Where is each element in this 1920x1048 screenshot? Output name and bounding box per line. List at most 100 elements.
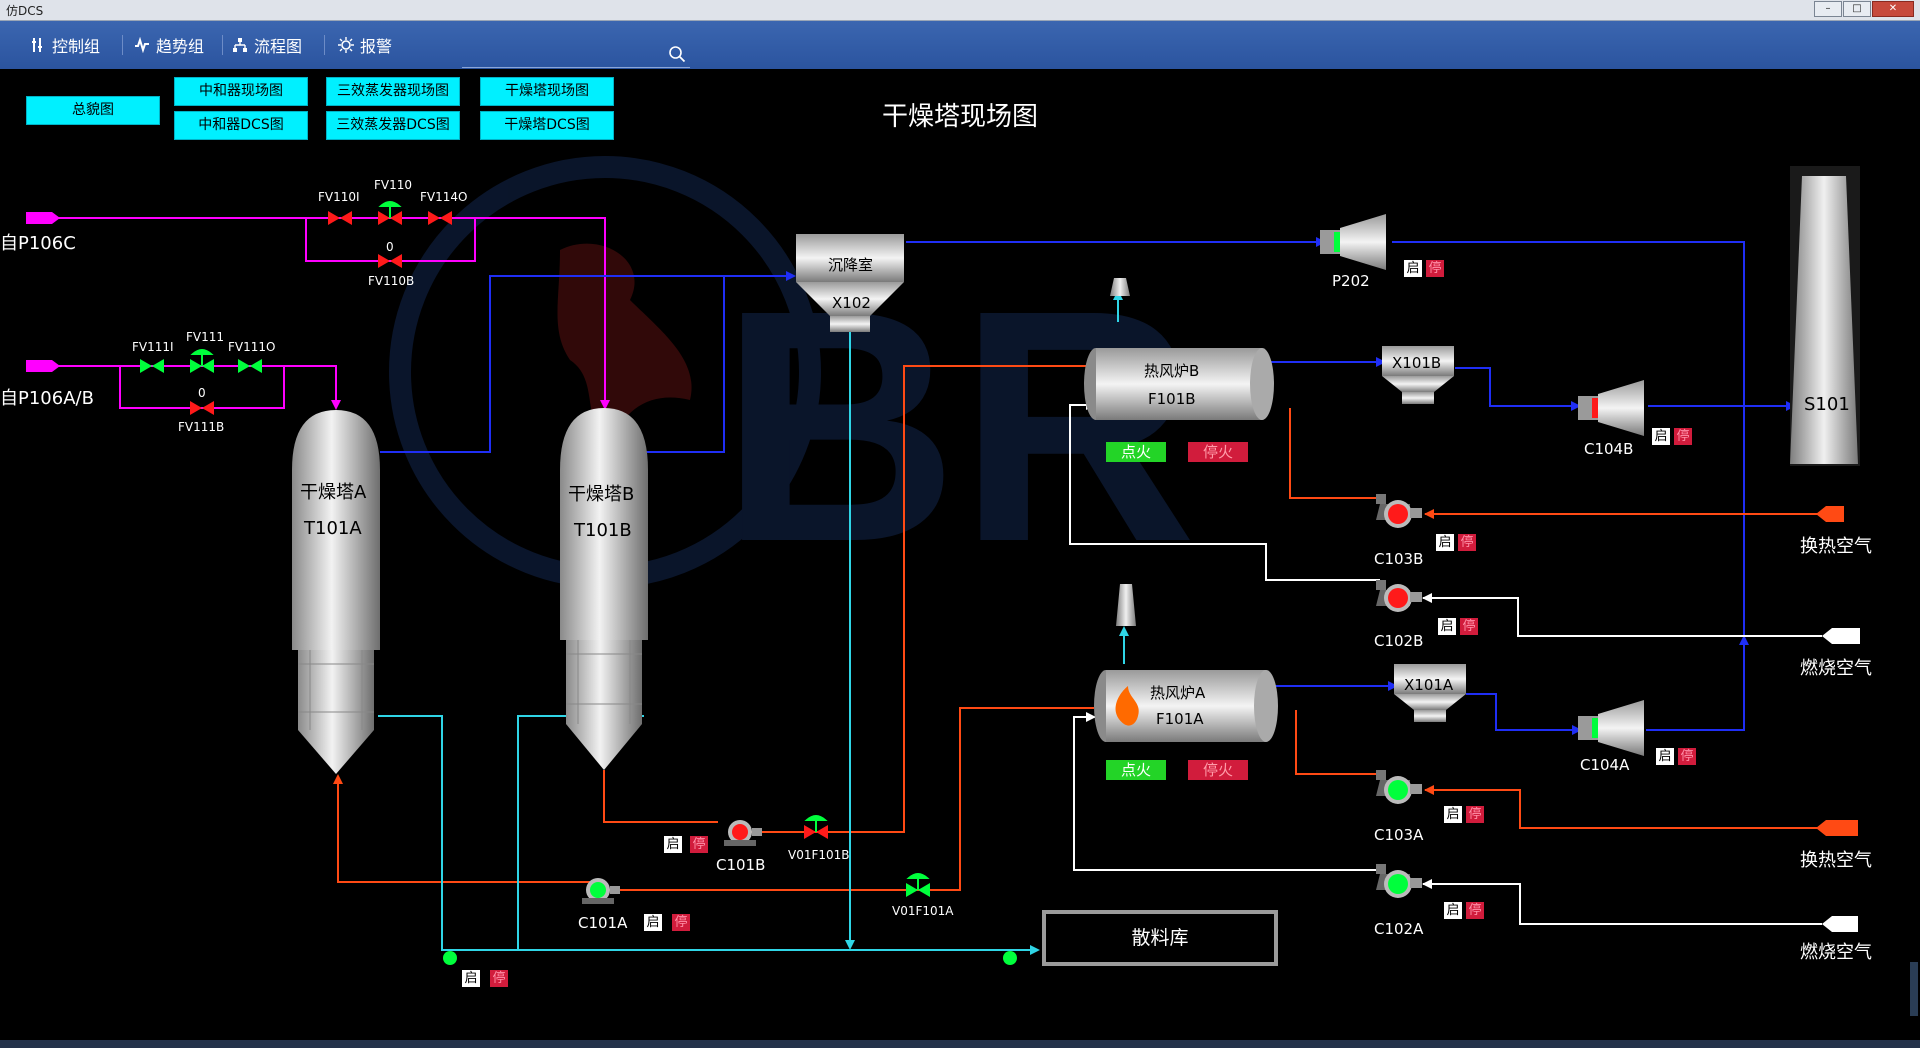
pump-c103b-label: C103B xyxy=(1374,550,1424,568)
menu-label: 报警 xyxy=(360,37,393,56)
valve-fv114o[interactable] xyxy=(428,211,452,225)
maximize-button[interactable]: □ xyxy=(1843,1,1871,17)
scroll-handle[interactable] xyxy=(1910,962,1918,1016)
nav-evaporator-dcs-button[interactable]: 三效蒸发器DCS图 xyxy=(326,111,460,140)
p202-start-button[interactable]: 启 xyxy=(1404,260,1422,277)
settler-name: 沉降室 xyxy=(828,256,874,274)
nav-neutralizer-field-button[interactable]: 中和器现场图 xyxy=(174,77,308,106)
menu-alarm[interactable]: 报警 xyxy=(338,33,392,57)
valve-fv110[interactable] xyxy=(378,201,402,225)
flowchart-icon xyxy=(233,38,247,52)
c102a-stop-button[interactable]: 停 xyxy=(1466,902,1484,919)
nav-overview-button[interactable]: 总貌图 xyxy=(26,96,160,125)
pump-c101b[interactable] xyxy=(724,820,762,846)
c104a-stop-button[interactable]: 停 xyxy=(1678,748,1696,765)
source-label-p106ab: 自P106A/B xyxy=(0,388,94,409)
stack-s101[interactable] xyxy=(1790,176,1858,464)
c101a-stop-button[interactable]: 停 xyxy=(672,914,690,931)
valve-label-fv110: FV110 xyxy=(374,178,413,192)
menu-label: 控制组 xyxy=(52,37,101,56)
pump-c103b[interactable] xyxy=(1376,494,1422,528)
fan-c104b[interactable] xyxy=(1578,380,1644,436)
fan-c104a[interactable] xyxy=(1578,700,1644,756)
window-controls: – □ ✕ xyxy=(1814,1,1914,17)
furnace-a-tag: F101A xyxy=(1156,710,1204,728)
nav-dryer-dcs-button[interactable]: 干燥塔DCS图 xyxy=(480,111,614,140)
hot-air-furnace-a[interactable] xyxy=(1094,584,1278,742)
valve-label-fv111i: FV111I xyxy=(132,340,174,354)
furnace-b-extinguish-button[interactable]: 停火 xyxy=(1188,442,1248,462)
c102b-start-button[interactable]: 启 xyxy=(1438,618,1456,635)
search-input[interactable] xyxy=(462,43,666,67)
alarm-icon xyxy=(338,37,354,53)
valve-fv111[interactable] xyxy=(190,349,214,373)
c101a-start-button[interactable]: 启 xyxy=(644,914,662,931)
pump-c102b[interactable] xyxy=(1376,580,1422,612)
valve-fv110i[interactable] xyxy=(328,211,352,225)
menu-flowchart[interactable]: 流程图 xyxy=(232,33,302,57)
valve-label-fv111: FV111 xyxy=(186,330,225,344)
p202-stop-button[interactable]: 停 xyxy=(1426,260,1444,277)
c103b-stop-button[interactable]: 停 xyxy=(1458,534,1476,551)
nav-evaporator-field-button[interactable]: 三效蒸发器现场图 xyxy=(326,77,460,106)
minimize-button[interactable]: – xyxy=(1814,1,1842,17)
separator-x101b[interactable] xyxy=(1382,346,1454,404)
pump-c101a[interactable] xyxy=(582,878,620,904)
fan-p202[interactable] xyxy=(1320,214,1386,270)
valve-fv111i[interactable] xyxy=(140,359,164,373)
furnace-a-ignite-button[interactable]: 点火 xyxy=(1106,760,1166,780)
c103a-stop-button[interactable]: 停 xyxy=(1466,806,1484,823)
fan-c104b-label: C104B xyxy=(1584,440,1634,458)
nav-neutralizer-dcs-button[interactable]: 中和器DCS图 xyxy=(174,111,308,140)
furnace-a-extinguish-button[interactable]: 停火 xyxy=(1188,760,1248,780)
c103a-start-button[interactable]: 启 xyxy=(1444,806,1462,823)
valve-v01f101a[interactable] xyxy=(906,873,930,897)
c104a-start-button[interactable]: 启 xyxy=(1656,748,1674,765)
valve-fv111b[interactable] xyxy=(190,401,214,415)
c104b-stop-button[interactable]: 停 xyxy=(1674,428,1692,445)
pump-c102a[interactable] xyxy=(1376,864,1422,898)
settling-chamber-x102[interactable] xyxy=(796,234,904,332)
window-titlebar: 仿DCS – □ ✕ xyxy=(0,0,1920,21)
furnace-b-tag: F101B xyxy=(1148,390,1196,408)
tower-a-tag: T101A xyxy=(304,518,362,539)
valve-fv111o[interactable] xyxy=(238,359,262,373)
blue-pipes xyxy=(380,241,1790,731)
c104b-start-button[interactable]: 启 xyxy=(1652,428,1670,445)
pump-c103a-label: C103A xyxy=(1374,826,1424,844)
valve-label-fv110i: FV110I xyxy=(318,190,360,204)
menu-control-group[interactable]: 控制组 xyxy=(30,33,100,57)
hot-air-furnace-b[interactable] xyxy=(1084,278,1274,420)
furnace-b-ignite-button[interactable]: 点火 xyxy=(1106,442,1166,462)
dryer-tower-b[interactable] xyxy=(560,408,648,770)
menu-trend-group[interactable]: 趋势组 xyxy=(134,33,204,57)
heat-air-arrow-2 xyxy=(1816,820,1858,836)
source-label-burn-air-2: 燃烧空气 xyxy=(1800,942,1872,963)
c101b-stop-button[interactable]: 停 xyxy=(690,836,708,853)
feed-arrow-p106ab xyxy=(26,360,60,372)
tower-a-name: 干燥塔A xyxy=(300,482,367,503)
conveyor-stop-button[interactable]: 停 xyxy=(490,970,508,987)
dryer-tower-a[interactable] xyxy=(292,410,380,774)
pump-c103a[interactable] xyxy=(1376,770,1422,804)
os-taskbar xyxy=(0,1040,1920,1048)
fan-p202-label: P202 xyxy=(1332,272,1370,290)
valve-fv111b-value: 0 xyxy=(198,386,206,400)
c102a-start-button[interactable]: 启 xyxy=(1444,902,1462,919)
valve-fv110b[interactable] xyxy=(378,254,402,268)
valve-v01f101b[interactable] xyxy=(804,815,828,839)
search-icon[interactable] xyxy=(668,45,686,63)
nav-dryer-field-button[interactable]: 干燥塔现场图 xyxy=(480,77,614,106)
conveyor-start-button[interactable]: 启 xyxy=(462,970,480,987)
separator-x101a[interactable] xyxy=(1394,664,1466,722)
c103b-start-button[interactable]: 启 xyxy=(1436,534,1454,551)
valve-label-fv114o: FV114O xyxy=(420,190,468,204)
feed-arrow-p106c xyxy=(26,212,60,224)
close-button[interactable]: ✕ xyxy=(1872,1,1914,17)
c102b-stop-button[interactable]: 停 xyxy=(1460,618,1478,635)
menu-divider xyxy=(222,35,223,55)
c101b-start-button[interactable]: 启 xyxy=(664,836,682,853)
source-label-burn-air-1: 燃烧空气 xyxy=(1800,658,1872,679)
bulk-storage-warehouse[interactable]: 散料库 xyxy=(1042,910,1278,966)
